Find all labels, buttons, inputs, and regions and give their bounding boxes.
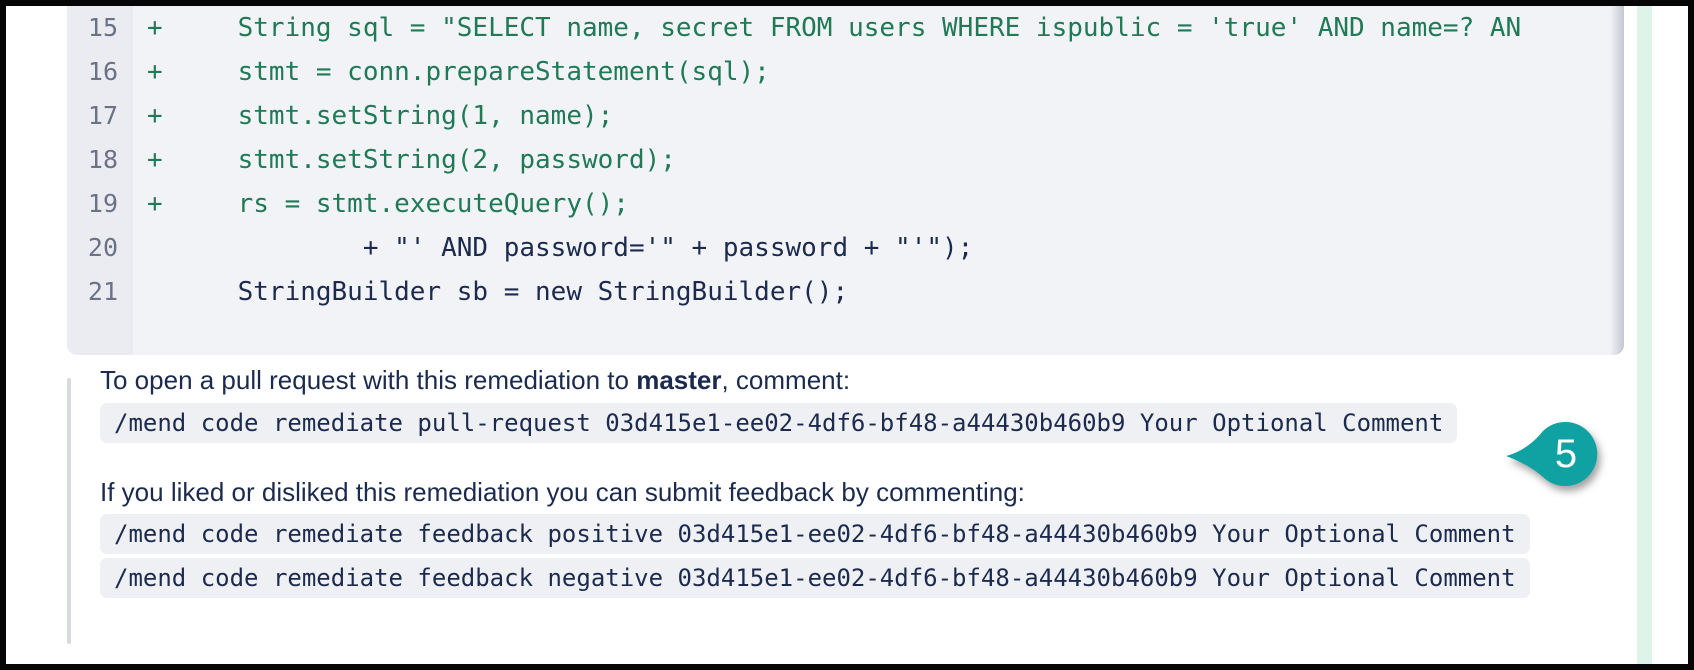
code-text: StringBuilder sb = new StringBuilder(); [175, 277, 849, 307]
diff-line-17: 17 + stmt.setString(1, name); [67, 94, 1624, 138]
instruction-text: To open a pull request with this remedia… [100, 365, 637, 395]
blockquote-rule [67, 378, 71, 644]
feedback-negative-command: /mend code remediate feedback negative 0… [100, 558, 1530, 598]
diff-line-20: 20 + "' AND password='" + password + "'"… [67, 226, 1624, 270]
diff-line-18: 18 + stmt.setString(2, password); [67, 138, 1624, 182]
code-text: stmt.setString(2, password); [175, 145, 676, 175]
diff-code-block[interactable]: 15 + String sql = "SELECT name, secret F… [67, 6, 1624, 355]
code-text: rs = stmt.executeQuery(); [175, 189, 629, 219]
instruction-text: , comment: [721, 365, 851, 395]
line-number: 19 [87, 189, 118, 218]
diff-add-marker: + [147, 13, 163, 43]
line-number: 21 [87, 277, 118, 306]
vertical-accent-strip [1637, 6, 1652, 664]
teardrop-pointer-icon [1506, 422, 1598, 486]
diff-line-19: 19 + rs = stmt.executeQuery(); [67, 182, 1624, 226]
diff-add-marker: + [147, 189, 163, 219]
diff-line-16: 16 + stmt = conn.prepareStatement(sql); [67, 50, 1624, 94]
diff-add-marker: + [147, 101, 163, 131]
code-text: stmt.setString(1, name); [175, 101, 614, 131]
line-number: 20 [87, 233, 118, 262]
annotation-pointer-badge: 5 [1500, 412, 1604, 496]
line-number: 15 [87, 13, 118, 42]
branch-name: master [636, 365, 722, 395]
code-text: + "' AND password='" + password + "'"); [175, 233, 974, 263]
diff-add-marker: + [147, 57, 163, 87]
diff-line-15: 15 + String sql = "SELECT name, secret F… [67, 6, 1624, 50]
line-number: 18 [87, 145, 118, 174]
line-number: 17 [87, 101, 118, 130]
line-number: 16 [87, 57, 118, 86]
badge-number: 5 [1554, 431, 1578, 476]
diff-line-21: 21 StringBuilder sb = new StringBuilder(… [67, 270, 1624, 314]
pull-request-command: /mend code remediate pull-request 03d415… [100, 403, 1458, 443]
code-text: stmt = conn.prepareStatement(sql); [175, 57, 770, 87]
code-text: String sql = "SELECT name, secret FROM u… [175, 13, 1522, 43]
feedback-positive-command: /mend code remediate feedback positive 0… [100, 514, 1530, 554]
pull-request-instruction: To open a pull request with this remedia… [100, 363, 850, 397]
feedback-instruction: If you liked or disliked this remediatio… [100, 477, 1025, 507]
diff-add-marker: + [147, 145, 163, 175]
